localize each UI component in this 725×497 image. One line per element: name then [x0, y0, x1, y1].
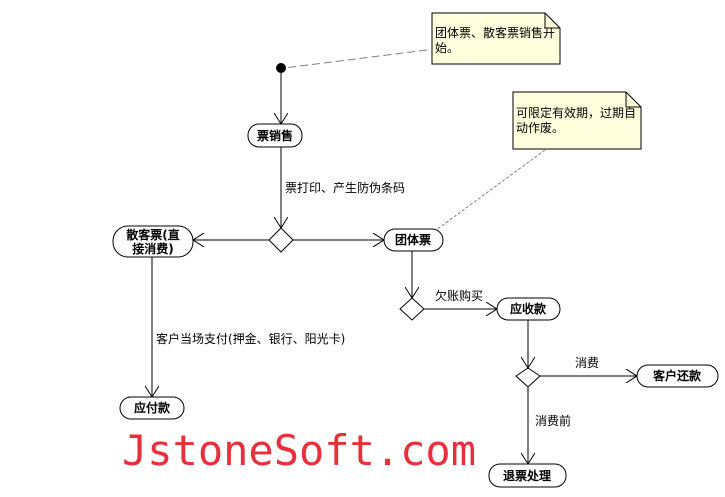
transition-label: 消费 — [575, 356, 599, 370]
note-start[interactable]: 团体票、散客票销售开 始。 — [431, 12, 561, 65]
transition-label: 客户当场支付(押金、银行、阳光卡) — [156, 331, 345, 346]
activity-label: 团体票 — [395, 232, 431, 247]
activity-accounts-receivable[interactable]: 应收款 — [496, 297, 561, 321]
note-text: 始。 — [435, 41, 459, 55]
transition-label: 消费前 — [535, 413, 571, 428]
decision-node[interactable] — [268, 227, 294, 253]
activity-label: 票销售 — [257, 128, 293, 143]
transition-label: 票打印、产生防伪条码 — [285, 180, 405, 195]
decision-node[interactable] — [399, 297, 425, 321]
note-link — [283, 49, 428, 69]
watermark: JstoneSoft.com — [122, 426, 476, 475]
activity-ticket-sale[interactable]: 票销售 — [247, 123, 303, 148]
activity-label: 客户还款 — [652, 368, 702, 383]
activity-customer-repayment[interactable]: 客户还款 — [636, 364, 719, 388]
activity-label: 应付款 — [134, 400, 171, 415]
decision-node[interactable] — [515, 367, 541, 388]
transition-label: 欠账购买 — [435, 288, 483, 303]
activity-label: 散客票(直 — [126, 227, 180, 242]
activity-refund-processing[interactable]: 退票处理 — [488, 463, 567, 488]
note-text: 动作废。 — [516, 120, 564, 135]
note-text: 可限定有效期，过期自 — [516, 105, 636, 120]
activity-label: 接消费) — [132, 241, 174, 256]
note-link — [431, 149, 546, 234]
note-text: 团体票、散客票销售开 — [435, 25, 555, 40]
initial-node[interactable] — [276, 63, 286, 73]
activity-accounts-payable[interactable]: 应付款 — [119, 396, 185, 420]
activity-label: 应收款 — [510, 301, 547, 316]
activity-group-ticket[interactable]: 团体票 — [383, 228, 444, 252]
note-validity[interactable]: 可限定有效期，过期自 动作废。 — [512, 91, 642, 150]
activity-label: 退票处理 — [503, 468, 551, 483]
transitions — [152, 73, 637, 464]
activity-individual-ticket[interactable]: 散客票(直 接消费) — [112, 225, 194, 258]
